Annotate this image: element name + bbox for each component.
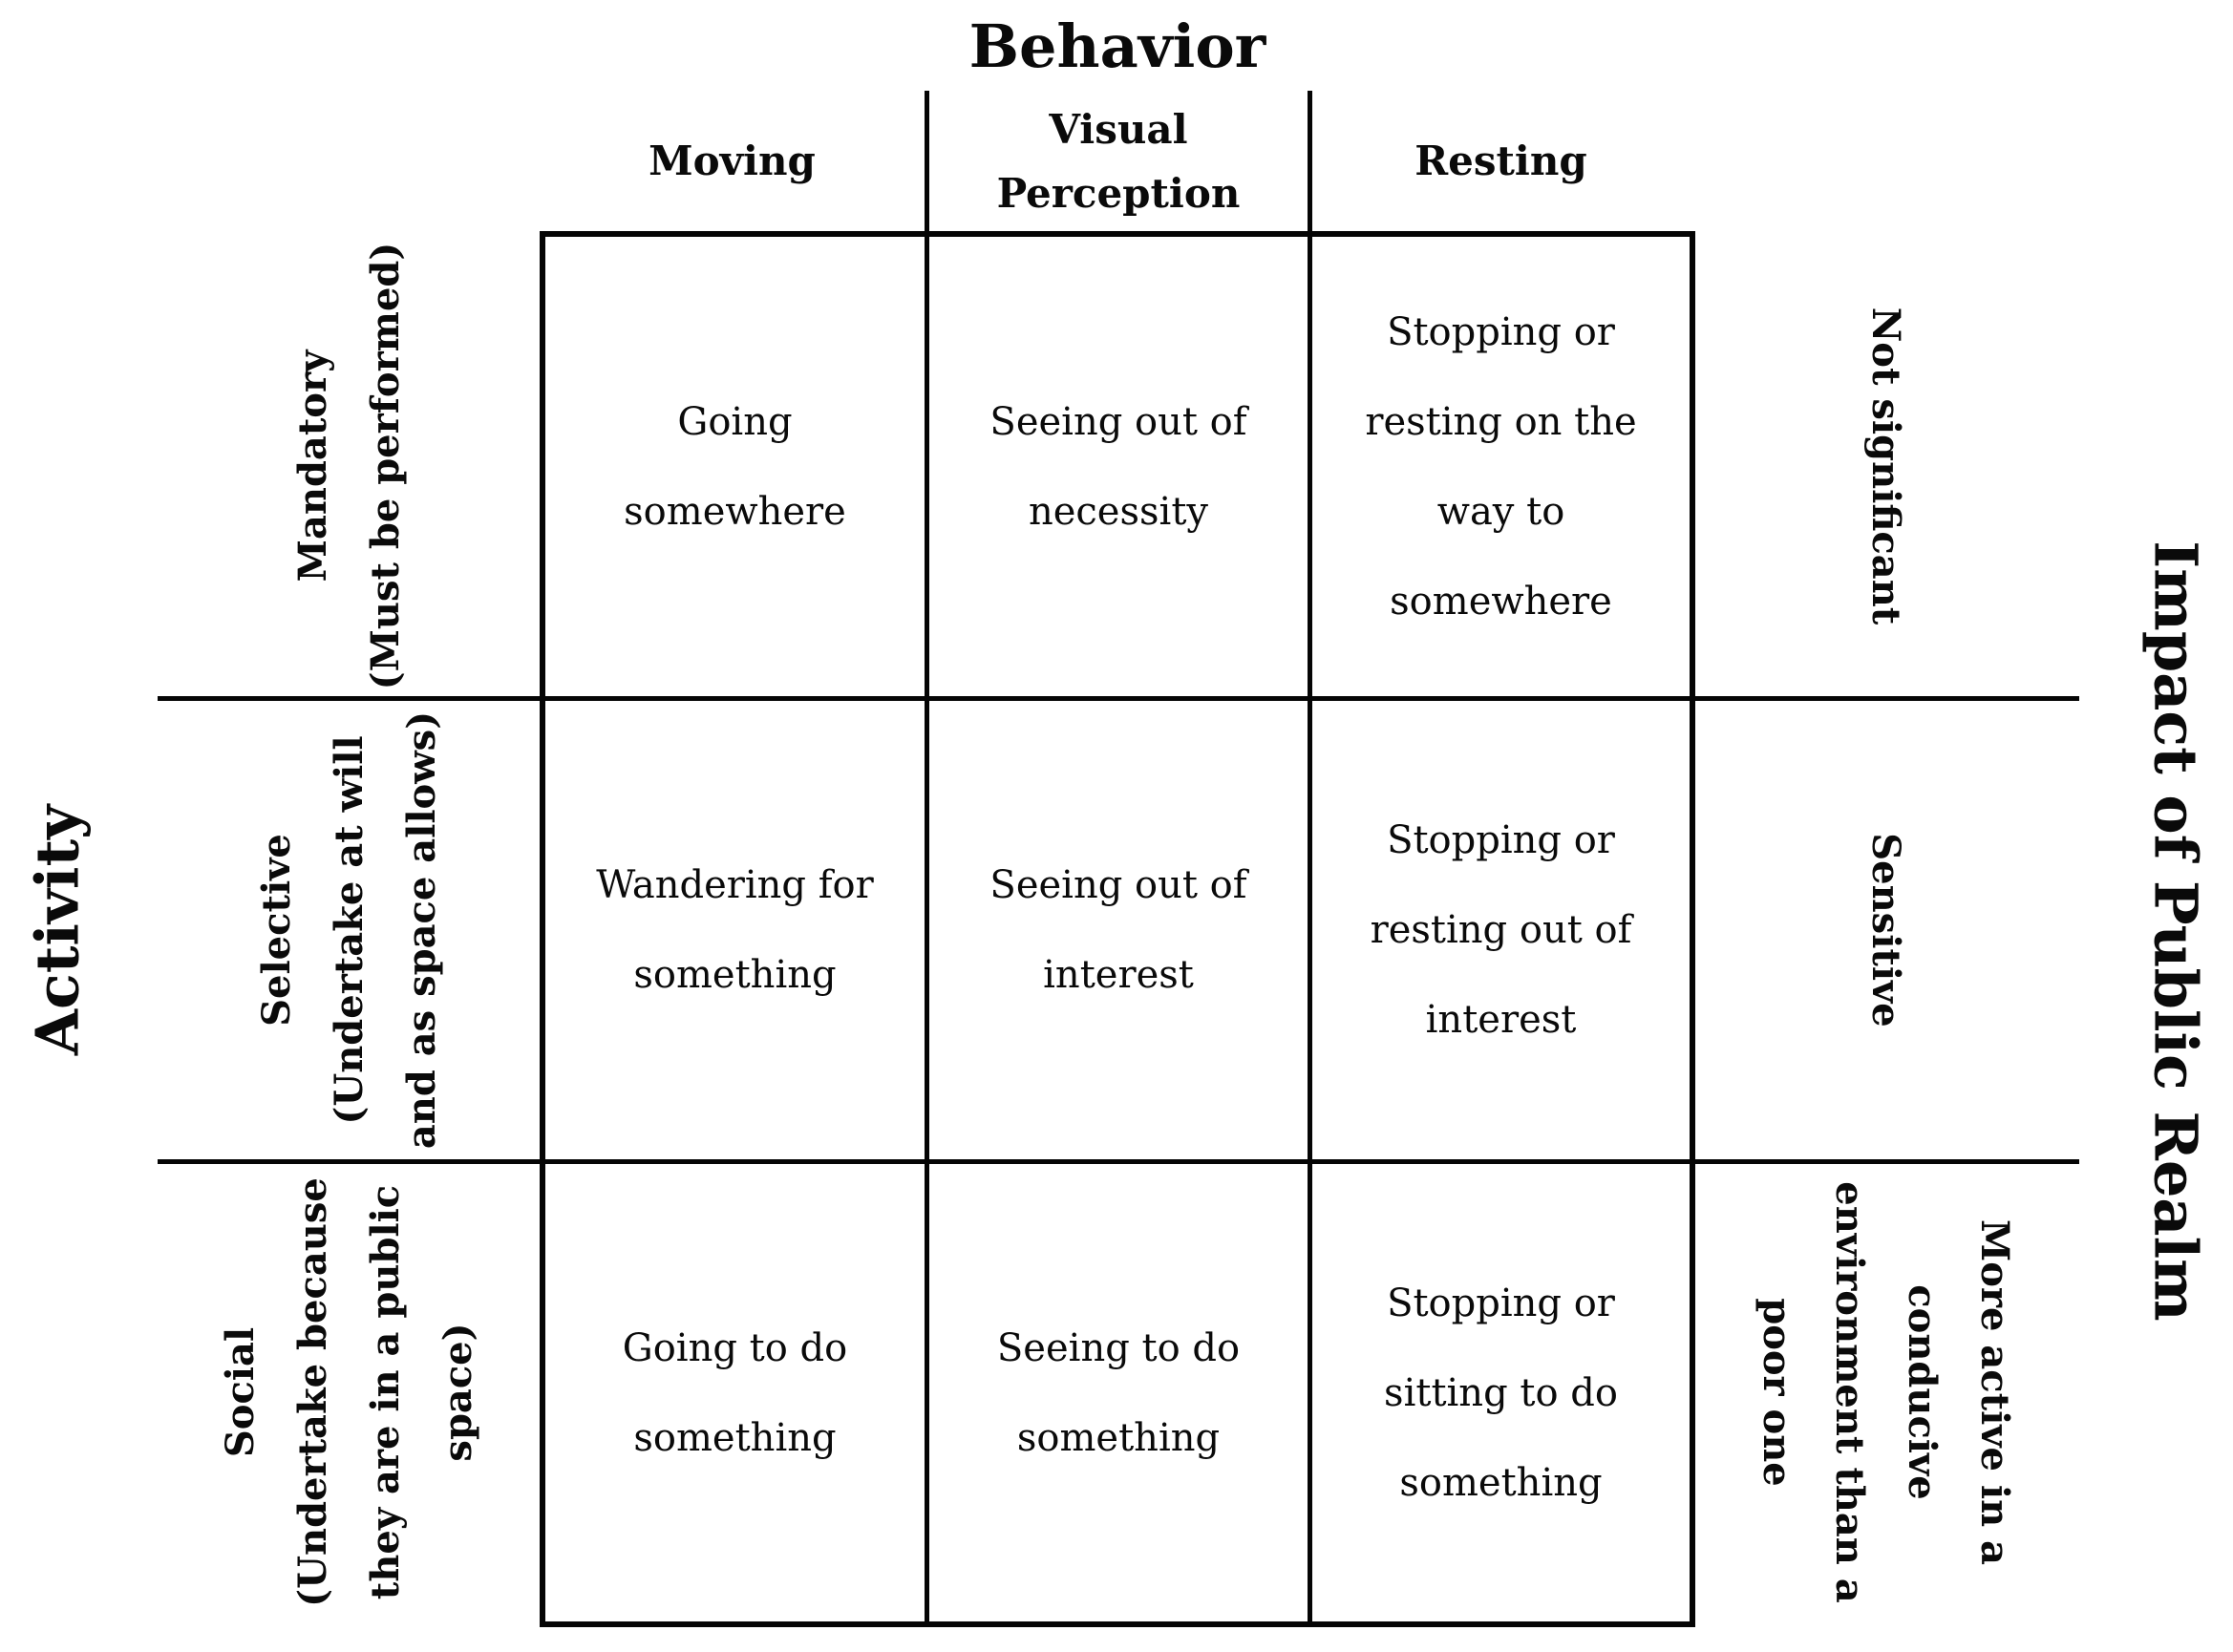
column-header-moving: Moving [649, 138, 816, 185]
cell-mandatory-moving: Going somewhere [624, 399, 846, 534]
column-header-resting: Resting [1414, 138, 1587, 185]
impact-axis-title: Impact of Public Realm [2140, 540, 2211, 1322]
impact-label-more-active: More active in a conducive environment t… [1754, 1181, 2017, 1603]
cell-social-visual: Seeing to do something [996, 1325, 1241, 1460]
activity-axis-title: Activity [22, 804, 93, 1056]
column-header-visual-perception: Visual Perception [996, 105, 1241, 217]
column-divider-2 [1308, 91, 1312, 1625]
table-border-bottom [540, 1621, 1695, 1627]
table-border-left [540, 231, 545, 1627]
row-label-social: Social (Undertake because they are in a … [218, 1177, 480, 1607]
table-border-top [540, 231, 1695, 237]
cell-mandatory-resting: Stopping or resting on the way to somewh… [1365, 309, 1637, 624]
cell-selective-resting: Stopping or resting out of interest [1370, 818, 1632, 1042]
cell-selective-moving: Wandering for something [596, 863, 874, 997]
cell-social-moving: Going to do something [622, 1325, 848, 1460]
row-divider-2 [158, 1159, 2079, 1164]
behavior-axis-title: Behavior [968, 11, 1266, 81]
cell-mandatory-visual: Seeing out of necessity [989, 399, 1247, 534]
cell-selective-visual: Seeing out of interest [989, 863, 1247, 997]
column-divider-1 [925, 91, 929, 1625]
cell-social-resting: Stopping or sitting to do something [1384, 1281, 1618, 1505]
row-divider-1 [158, 696, 2079, 701]
table-border-right [1690, 231, 1695, 1627]
